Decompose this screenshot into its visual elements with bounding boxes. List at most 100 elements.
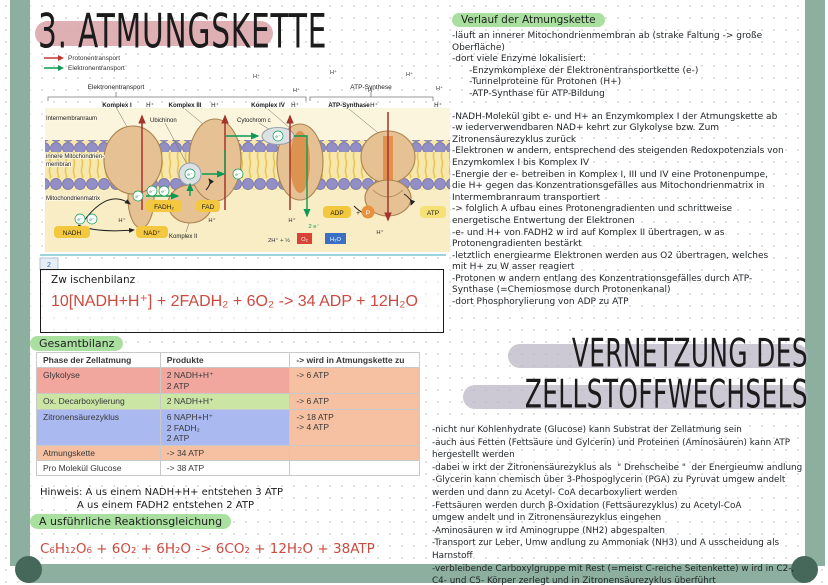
title-highlight xyxy=(35,21,273,46)
svg-text:e⁻: e⁻ xyxy=(275,135,281,140)
cell-phase: Glykolyse xyxy=(36,367,161,394)
vernetzung-heading-text-1: VERNETZUNG DES xyxy=(571,331,808,377)
table-row: Ox. Decarboxylierung 2 NADH+H⁺ -> 6 ATP xyxy=(36,393,420,410)
hinweis-line-2: A us einem FADH2 entstehen 2 ATP xyxy=(77,500,254,511)
vernetzung-heading-text-2: ZELLSTOFFWECHSELS xyxy=(524,372,808,418)
svg-text:H⁺: H⁺ xyxy=(291,102,299,109)
gesamtbilanz-heading: Gesamtbilanz xyxy=(30,336,124,351)
cell-atp xyxy=(289,445,420,461)
electron-arrows xyxy=(146,132,311,218)
matrix-label: Mitochondrienmatrix xyxy=(46,196,100,202)
frame-strip-right xyxy=(805,0,825,566)
ubichinon-label: Ubichinon xyxy=(150,118,177,124)
svg-text:H⁺: H⁺ xyxy=(253,73,260,80)
komplex4-label: Komplex IV xyxy=(251,102,286,109)
legend-electron: Elektronentransport xyxy=(44,63,125,73)
right-column: Verlauf der Atmungskette -läuft an inner… xyxy=(452,8,804,309)
vernetzung-line-2: ZELLSTOFFWECHSELS xyxy=(430,373,808,418)
svg-text:H⁺: H⁺ xyxy=(293,87,300,94)
electron-circles: e⁻ e⁻ e⁻ e⁻ e⁻ e⁻ e⁻ e⁻ xyxy=(74,130,284,225)
vernetzung-highlight-1 xyxy=(508,344,808,368)
svg-text:H⁺: H⁺ xyxy=(436,85,443,92)
komplex1-body xyxy=(103,125,163,195)
cytochrom-c-label: Cytochrom c xyxy=(237,118,271,124)
svg-text:H⁺: H⁺ xyxy=(211,102,219,109)
cell-produkte: 2 NADH+H⁺ xyxy=(159,393,291,410)
svg-text:H⁺: H⁺ xyxy=(368,87,375,94)
frame-strip-bottom xyxy=(20,564,812,583)
legend-proton-label: Protonentransport xyxy=(68,54,121,62)
komplex1-label: Komplex I xyxy=(102,102,132,109)
svg-text:H⁺: H⁺ xyxy=(434,102,442,109)
figure-number: 2 xyxy=(47,262,51,269)
frame-corner-bottom-right xyxy=(791,556,818,583)
h-plus-scatter-top: H⁺ H⁺ H⁺ H⁺ H⁺ H⁺ xyxy=(253,70,443,94)
zwischenbilanz-heading: Zw ischenbilanz xyxy=(51,274,136,286)
hinweis-line-1: Hinweis: A us einem NADH+H+ entstehen 3 … xyxy=(40,487,284,498)
legend-electron-label: Elektronentransport xyxy=(68,64,125,72)
verlauf-heading: Verlauf der Atmungskette xyxy=(452,13,605,27)
svg-text:H⁺: H⁺ xyxy=(118,217,125,224)
svg-text:H⁺: H⁺ xyxy=(370,102,378,109)
komplex4-channel xyxy=(290,131,310,193)
diagram-brackets xyxy=(47,92,434,101)
two-electrons-label: 2 e⁻ xyxy=(308,224,319,230)
reaktionsgleichung-heading-block: A usführliche Reaktionsgleichung xyxy=(30,514,232,529)
h-plus-label: H⁺ xyxy=(146,102,154,109)
cell-phase: Atmungskette xyxy=(36,445,161,461)
cell-atp: -> 6 ATP xyxy=(289,367,420,394)
h2o-box: H₂O xyxy=(330,237,341,243)
vernetzung-heading-block: VERNETZUNG DES ZELLSTOFFWECHSELS xyxy=(430,332,808,418)
compartment-labels: Intermembranraum innere Mitochondrien- m… xyxy=(45,115,271,240)
cell-produkte: 2 NADH+H⁺ 2 ATP xyxy=(159,367,291,394)
table-row: Atmungskette -> 34 ATP xyxy=(36,445,420,461)
cell-produkte: 6 NAPH+H⁺ 2 FADH₂ 2 ATP xyxy=(159,409,291,446)
svg-text:e⁻: e⁻ xyxy=(89,218,95,223)
membran-label-2: membran xyxy=(46,162,71,168)
table-row: Pro Molekül Glucose -> 38 ATP xyxy=(36,460,420,476)
intermembranraum-label: Intermembranraum xyxy=(46,116,97,122)
reaktionsgleichung-heading: A usführliche Reaktionsgleichung xyxy=(30,514,232,529)
table-header-row: Phase der Zellatmung Produkte -> wird in… xyxy=(36,352,420,368)
table-row: Glykolyse 2 NADH+H⁺ 2 ATP -> 6 ATP xyxy=(36,367,420,394)
verlauf-body: -läuft an innerer Mitochondrienmembran a… xyxy=(452,31,763,99)
svg-text:H⁺: H⁺ xyxy=(406,71,413,78)
atmungskette-diagram: Elektronentransport ATP-Synthese H⁺ H⁺ H… xyxy=(39,70,450,271)
vernetzung-line-1: VERNETZUNG DES xyxy=(430,332,808,377)
complex-label-row: Komplex I H⁺ Komplex III H⁺ Komplex IV H… xyxy=(102,102,442,109)
nad-pill: NAD⁺ xyxy=(143,230,161,237)
svg-text:H⁺: H⁺ xyxy=(330,70,337,76)
cell-produkte: -> 38 ATP xyxy=(159,460,291,476)
cell-atp xyxy=(289,460,420,476)
gesamtbilanz-heading-block: Gesamtbilanz xyxy=(30,336,124,351)
cell-phase: Pro Molekül Glucose xyxy=(36,460,161,476)
frame-strip-left xyxy=(10,0,30,566)
adp-pill: ADP xyxy=(330,210,343,217)
cell-phase: Ox. Decarboxylierung xyxy=(36,393,161,410)
svg-text:e⁻: e⁻ xyxy=(161,190,167,195)
zwischenbilanz-equation: 10[NADH+H⁺] + 2FADH₂ + 6O₂ -> 34 ADP + 1… xyxy=(51,293,418,310)
water-reaction-label: 2H⁺ + ½ xyxy=(268,237,290,244)
legend-proton: Protonentransport xyxy=(44,53,125,63)
svg-text:e⁻: e⁻ xyxy=(135,195,141,200)
nadh-pill: NADH xyxy=(63,230,82,237)
vernetzung-body: -nicht nur Kohlenhydrate (Glucose) kann … xyxy=(432,425,803,585)
vernetzung-highlight-2 xyxy=(463,385,808,409)
svg-text:e⁻: e⁻ xyxy=(149,190,155,195)
cell-atp: -> 18 ATP -> 4 ATP xyxy=(289,409,420,446)
col-header-atp: -> wird in Atmungskette zu xyxy=(289,352,420,368)
svg-text:H⁺: H⁺ xyxy=(376,229,383,236)
phosphate-circle: P xyxy=(366,210,370,217)
molecule-pills: NADH NAD⁺ FADH₂ FAD ADP + P ATP xyxy=(54,200,446,238)
komplex2-label: Komplex II xyxy=(169,234,198,240)
table-row: Zitronensäurezyklus 6 NAPH+H⁺ 2 FADH₂ 2 … xyxy=(36,409,420,446)
cell-atp: -> 6 ATP xyxy=(289,393,420,410)
reaktionsgleichung-equation: C₆H₁₂O₆ + 6O₂ + 6H₂O -> 6CO₂ + 12H₂O + 3… xyxy=(40,541,375,557)
cell-produkte: -> 34 ATP xyxy=(159,445,291,461)
fadh2-pill: FADH₂ xyxy=(154,204,174,211)
verlauf-body-2: -NADH-Molekül gibt e- und H+ an Enzymkom… xyxy=(452,111,784,308)
page-title: 3. ATMUNGSKETTE xyxy=(38,3,328,59)
col-header-phase: Phase der Zellatmung xyxy=(36,352,161,368)
frame-corner-bottom-left xyxy=(15,556,42,583)
